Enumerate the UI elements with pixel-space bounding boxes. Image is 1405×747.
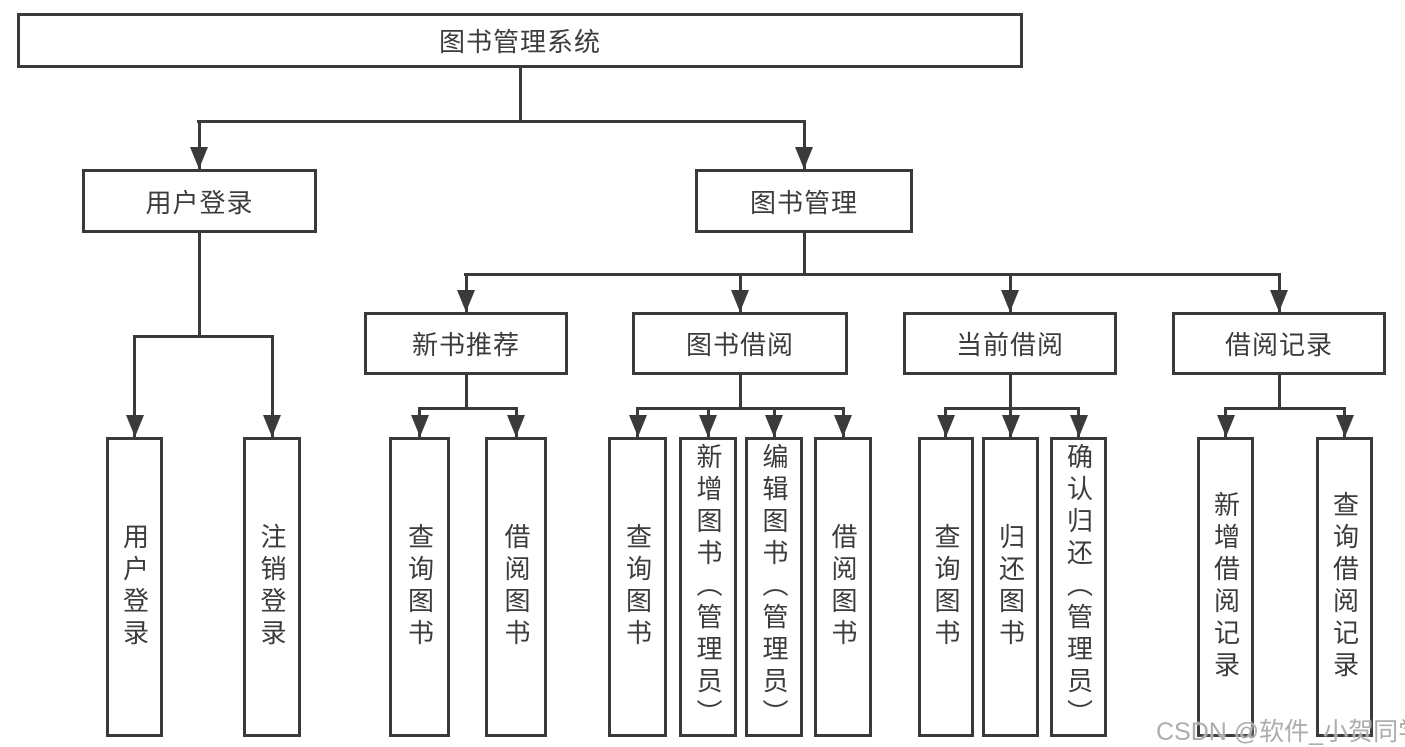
leaf-label: 查询图书 — [404, 523, 435, 651]
connector-ul-hline — [133, 335, 274, 338]
node-borrow-record: 借阅记录 — [1172, 312, 1386, 375]
node-borrow-record-label: 借阅记录 — [1224, 330, 1333, 360]
leaf-label: 新增图书（管理员） — [693, 443, 723, 731]
connector-nb-stem — [465, 375, 468, 410]
node-user-login: 用户登录 — [82, 169, 317, 233]
leaf-label: 查询图书 — [931, 523, 961, 651]
arrow-down-icon — [457, 290, 475, 312]
arrow-down-icon — [507, 415, 525, 437]
leaf-label: 归还图书 — [995, 523, 1026, 651]
arrow-down-icon — [1336, 415, 1354, 437]
arrow-down-icon — [190, 147, 208, 169]
node-leaf-current-confirm-admin: 确认归还（管理员） — [1050, 437, 1107, 737]
node-leaf-borrow-borrow: 借阅图书 — [814, 437, 872, 737]
node-leaf-borrow-edit-admin: 编辑图书（管理员） — [745, 437, 803, 737]
connector-bb-hline — [636, 407, 845, 410]
leaf-label: 编辑图书（管理员） — [759, 443, 789, 731]
connector-l1-vline-left — [198, 120, 201, 169]
connector-l1-hline — [197, 120, 806, 123]
node-new-book-recommend-label: 新书推荐 — [411, 330, 520, 360]
connector-ul-stem — [198, 233, 201, 338]
connector-br-stem — [1278, 375, 1281, 410]
arrow-down-icon — [834, 415, 852, 437]
arrow-down-icon — [1070, 415, 1088, 437]
connector-cb-stem — [1009, 375, 1012, 410]
arrow-down-icon — [1217, 415, 1235, 437]
node-leaf-borrow-add-admin: 新增图书（管理员） — [679, 437, 737, 737]
connector-ul-vline — [271, 335, 274, 437]
leaf-label: 查询借阅记录 — [1329, 491, 1360, 683]
arrow-down-icon — [1002, 415, 1020, 437]
leaf-label: 新增借阅记录 — [1210, 491, 1241, 683]
connector-cb-hline — [944, 407, 1080, 410]
connector-ul-vline — [133, 335, 136, 437]
arrow-down-icon — [629, 415, 647, 437]
node-root-label: 图书管理系统 — [438, 27, 601, 57]
node-book-borrow-label: 图书借阅 — [685, 330, 794, 360]
node-root: 图书管理系统 — [17, 13, 1023, 68]
node-new-book-recommend: 新书推荐 — [364, 312, 568, 375]
arrow-down-icon — [937, 415, 955, 437]
node-leaf-record-query: 查询借阅记录 — [1316, 437, 1373, 737]
connector-root-stem — [519, 68, 522, 123]
node-current-borrow-label: 当前借阅 — [955, 330, 1064, 360]
arrow-down-icon — [731, 290, 749, 312]
node-leaf-current-query: 查询图书 — [918, 437, 974, 737]
node-leaf-newbook-borrow: 借阅图书 — [485, 437, 547, 737]
connector-nb-hline — [418, 407, 518, 410]
arrow-down-icon — [411, 415, 429, 437]
leaf-label: 注销登录 — [257, 523, 287, 651]
leaf-label: 借阅图书 — [828, 523, 858, 651]
node-book-management-label: 图书管理 — [749, 187, 858, 218]
arrow-down-icon — [1270, 290, 1288, 312]
node-user-login-label: 用户登录 — [145, 187, 254, 218]
leaf-label: 用户登录 — [119, 523, 150, 651]
node-current-borrow: 当前借阅 — [903, 312, 1117, 375]
node-book-management: 图书管理 — [695, 169, 913, 233]
connector-br-hline — [1224, 407, 1346, 410]
leaf-label: 确认归还（管理员） — [1063, 443, 1094, 731]
node-leaf-newbook-query: 查询图书 — [389, 437, 450, 737]
node-leaf-current-return: 归还图书 — [982, 437, 1039, 737]
arrow-down-icon — [263, 415, 281, 437]
arrow-down-icon — [765, 415, 783, 437]
csdn-watermark: CSDN @软件_小贺同学 — [1156, 718, 1405, 746]
arrow-down-icon — [699, 415, 717, 437]
connector-l2-hline — [464, 273, 1281, 276]
leaf-label: 借阅图书 — [501, 523, 531, 651]
connector-bm-stem — [803, 233, 806, 276]
node-leaf-user-login: 用户登录 — [106, 437, 163, 737]
arrow-down-icon — [1001, 290, 1019, 312]
leaf-label: 查询图书 — [622, 523, 653, 651]
arrow-down-icon — [795, 147, 813, 169]
connector-bb-stem — [739, 375, 742, 410]
node-leaf-logout: 注销登录 — [243, 437, 301, 737]
arrow-down-icon — [126, 415, 144, 437]
node-leaf-borrow-query: 查询图书 — [608, 437, 667, 737]
node-leaf-record-add: 新增借阅记录 — [1197, 437, 1254, 737]
node-book-borrow: 图书借阅 — [632, 312, 848, 375]
connector-l1-vline-right — [803, 120, 806, 169]
